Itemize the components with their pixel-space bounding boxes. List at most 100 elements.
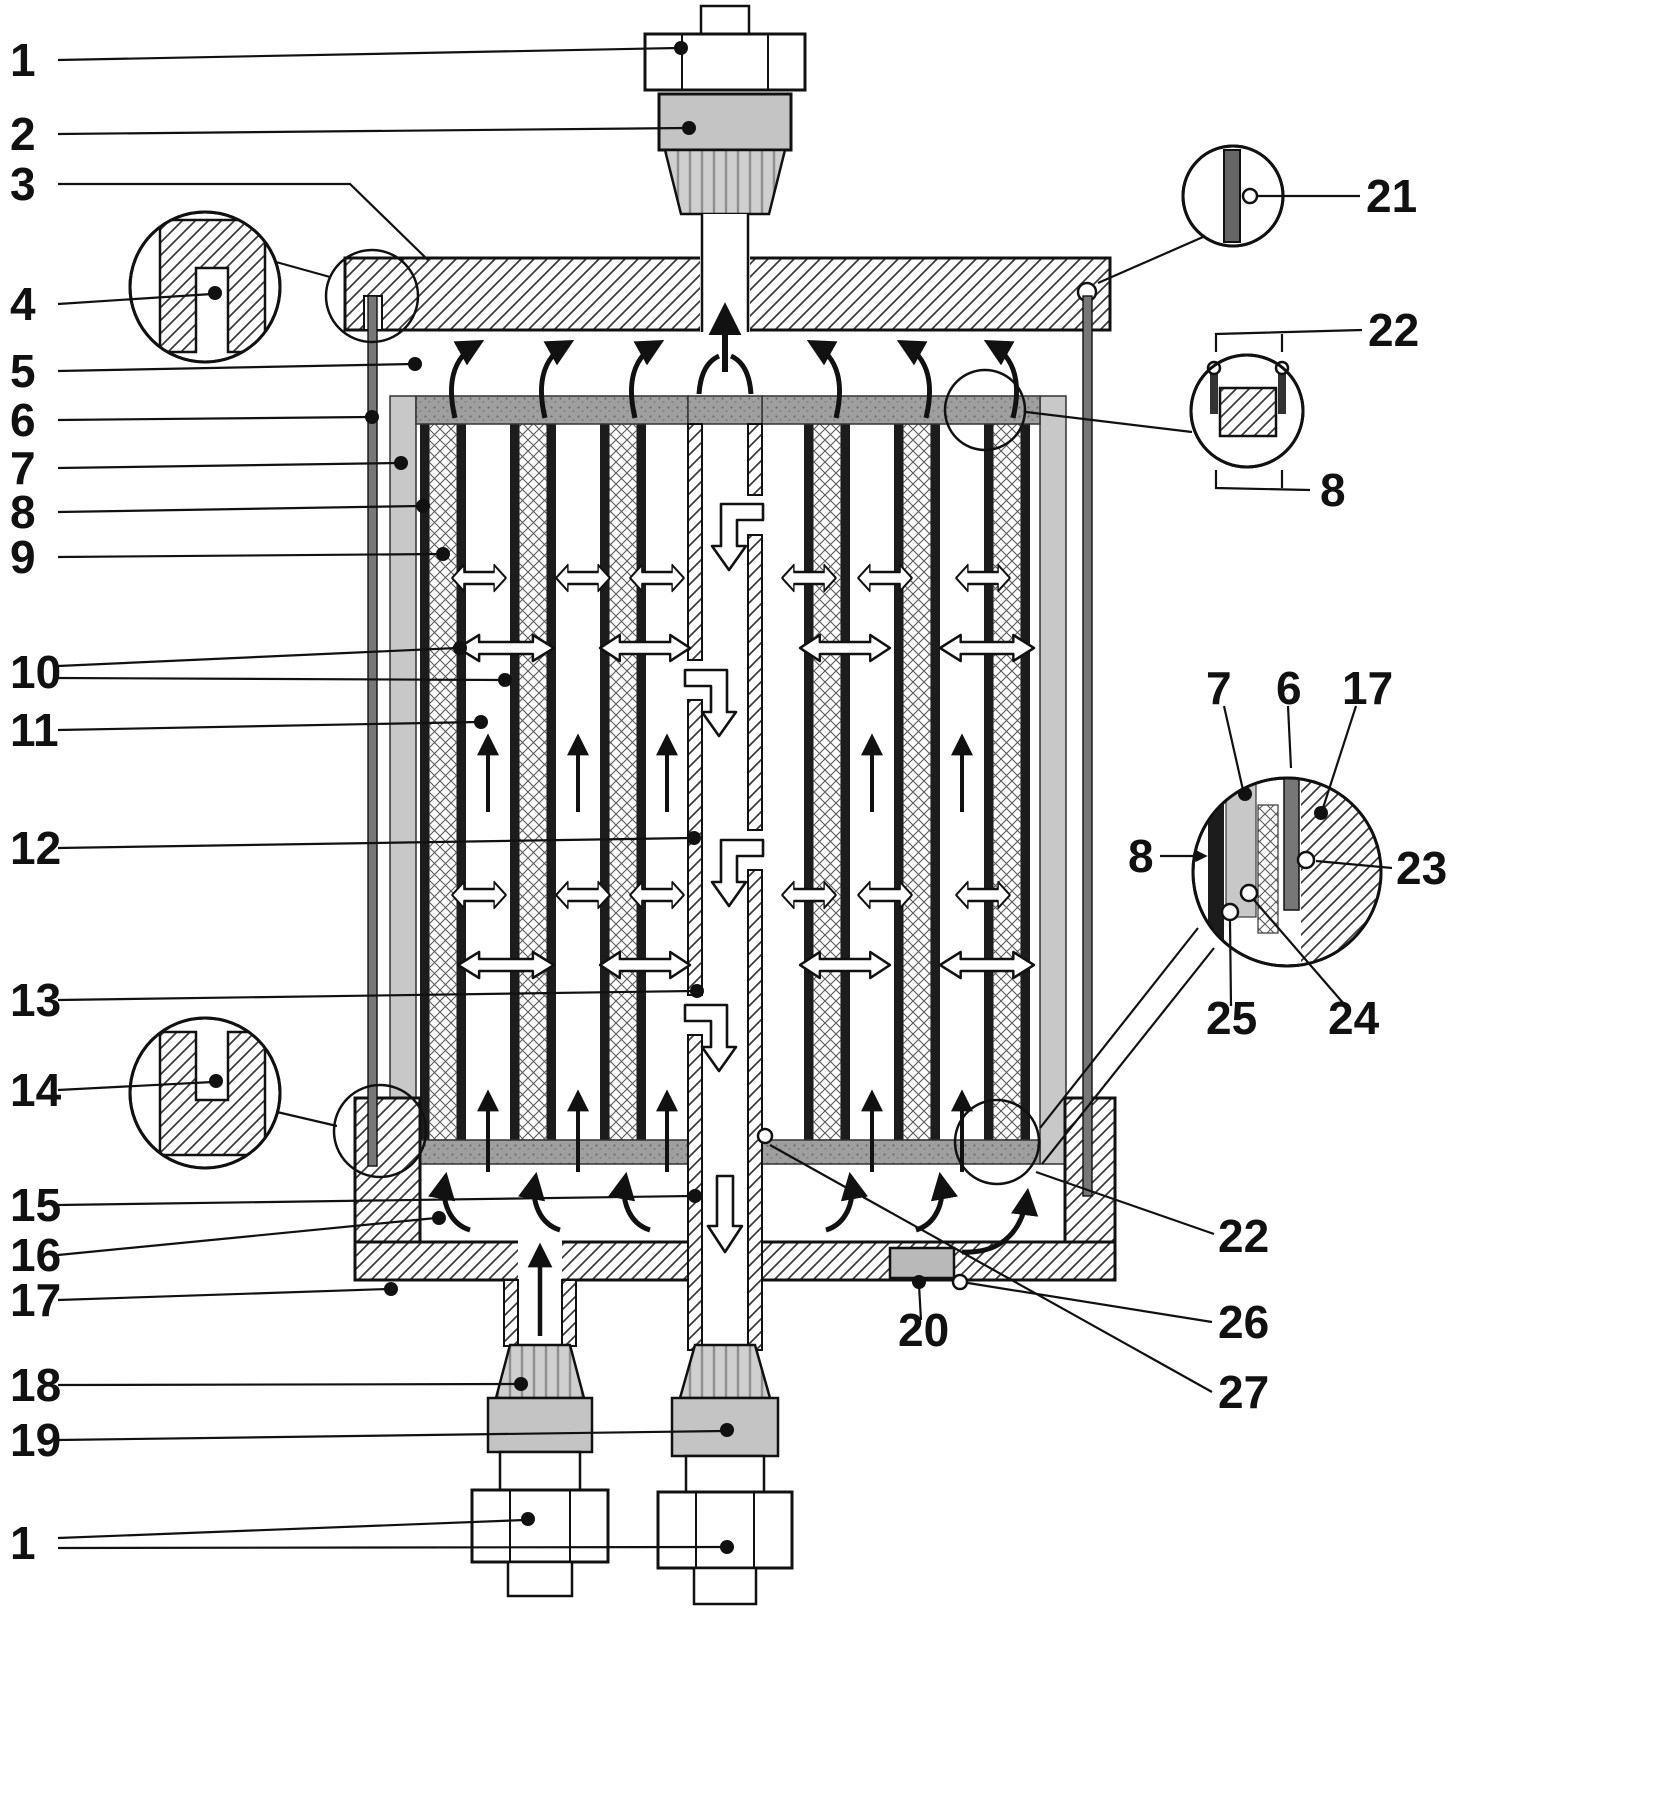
- inlet-pipe-right-wall: [561, 1279, 577, 1347]
- center-tube-cap: [687, 395, 763, 425]
- marker-27: [756, 1127, 774, 1145]
- callout-label-17-right: 17: [1342, 662, 1393, 714]
- fitting-nut: [656, 1490, 794, 1570]
- callout-leader-lines: [57, 41, 1393, 1554]
- bottom-support-strip-right: [761, 1139, 1041, 1165]
- top-support-strip-left: [415, 395, 689, 425]
- callout-label-24: 24: [1328, 992, 1380, 1044]
- detail-circle-plate-stack: [1039, 776, 1383, 1165]
- fitting-stem: [692, 1566, 758, 1606]
- end-plate-right: [1039, 395, 1067, 1165]
- callout-label-17: 17: [10, 1274, 61, 1326]
- callout-label-4: 4: [10, 278, 36, 330]
- highlight-circle-stack-bottom-right: [953, 1098, 1041, 1186]
- callout-label-8: 8: [10, 486, 36, 538]
- cap-end-slot-section: [158, 218, 267, 354]
- marker-24: [1239, 883, 1259, 903]
- tie-rods: [367, 295, 1093, 1197]
- strip-block-section: [1218, 386, 1278, 438]
- callout-label-8-detail: 8: [1128, 830, 1154, 882]
- top-support-strip-right: [761, 395, 1041, 425]
- callout-label-2: 2: [10, 108, 36, 160]
- callout-label-5: 5: [10, 345, 36, 397]
- callout-label-20: 20: [898, 1304, 949, 1356]
- fitting-neck: [684, 1454, 766, 1494]
- callout-label-6-right: 6: [1276, 662, 1302, 714]
- callout-label-12: 12: [10, 822, 61, 874]
- rod-seat-slot-section: [158, 1030, 267, 1157]
- callout-label-22: 22: [1368, 304, 1419, 356]
- end-plate-left: [389, 395, 417, 1165]
- bottom-fitting-left: [470, 1343, 610, 1598]
- highlight-circle-rod-bottom-left: [332, 1083, 428, 1179]
- upflow-arrows: [477, 733, 973, 1336]
- membrane-columns: [428, 423, 1022, 1141]
- top-flow-arrows: [449, 302, 1019, 419]
- callout-label-16: 16: [10, 1229, 61, 1281]
- fitting-ferrule: [678, 1343, 772, 1400]
- inlet-pipe-left-wall: [503, 1279, 519, 1347]
- callout-label-23: 23: [1396, 842, 1447, 894]
- callout-label-8-top-right: 8: [1320, 464, 1346, 516]
- electrode-plate-section: [1208, 795, 1224, 945]
- electrode-plates: [420, 424, 1030, 1140]
- fitting-neck: [498, 1450, 582, 1492]
- callout-label-26: 26: [1218, 1296, 1269, 1348]
- callout-label-7: 7: [10, 442, 36, 494]
- top-compression-fitting: [643, 4, 807, 258]
- callout-label-27: 27: [1218, 1366, 1269, 1418]
- fitting-collar: [657, 92, 793, 152]
- detail-circle-cap-bottom-left: [128, 1016, 338, 1170]
- rod-end-section: [1223, 149, 1241, 243]
- callout-label-14: 14: [10, 1064, 62, 1116]
- fitting-nut: [470, 1488, 610, 1564]
- callout-label-13: 13: [10, 974, 61, 1026]
- bottom-support-strip-left: [415, 1139, 689, 1165]
- callout-label-19: 19: [10, 1414, 61, 1466]
- marker-26: [951, 1273, 969, 1291]
- callout-label-6: 6: [10, 394, 36, 446]
- fitting-pipe: [702, 214, 748, 258]
- bottom-fitting-right: [656, 1343, 794, 1606]
- callout-label-1-bottom: 1: [10, 1517, 36, 1569]
- drain-plug-block: [888, 1246, 956, 1280]
- highlight-circle-stack-top-right: [943, 368, 1027, 452]
- fitting-stem: [506, 1560, 574, 1598]
- cap-section: [1301, 778, 1381, 966]
- membrane-section: [1257, 804, 1279, 934]
- detail-circle-clip: [1025, 328, 1363, 492]
- highlight-circles: [324, 248, 1041, 1186]
- marker-23: [1296, 850, 1316, 870]
- callout-label-15: 15: [10, 1179, 61, 1231]
- callout-label-18: 18: [10, 1359, 61, 1411]
- callout-labels: 1 2 3 4 5 6 7 8 9 10 11 12 13 14 15 16 1…: [10, 34, 1447, 1569]
- rod-end-marker: [1241, 187, 1259, 205]
- callout-label-22-bottom: 22: [1218, 1210, 1269, 1262]
- callout-label-3: 3: [10, 158, 36, 210]
- tie-rod-left: [367, 295, 378, 1167]
- tie-rod-right: [1082, 295, 1093, 1197]
- callout-label-9: 9: [10, 531, 36, 583]
- fitting-ferrule: [494, 1343, 586, 1400]
- callout-label-7-right: 7: [1206, 662, 1232, 714]
- callout-label-25: 25: [1206, 992, 1257, 1044]
- callout-label-21: 21: [1366, 170, 1417, 222]
- plate-stack: [389, 395, 1067, 1165]
- detail-circle-rod-top: [1097, 144, 1285, 285]
- fitting-collar: [486, 1396, 594, 1454]
- bottom-flow-arrows: [428, 1171, 1039, 1255]
- detail-circle-cap-left: [128, 210, 331, 364]
- flow-arrow: [449, 339, 485, 419]
- fitting-cap-nut: [643, 32, 807, 92]
- fitting-stem: [699, 4, 751, 38]
- marker-25: [1220, 902, 1240, 922]
- callout-label-1: 1: [10, 34, 36, 86]
- clip-hook-right: [1278, 372, 1286, 414]
- clip-hook-left: [1210, 372, 1218, 414]
- highlight-circle-cap-left-end: [324, 248, 420, 344]
- callout-label-10: 10: [10, 646, 61, 698]
- fitting-ferrule: [663, 148, 787, 216]
- callout-label-11: 11: [10, 704, 59, 756]
